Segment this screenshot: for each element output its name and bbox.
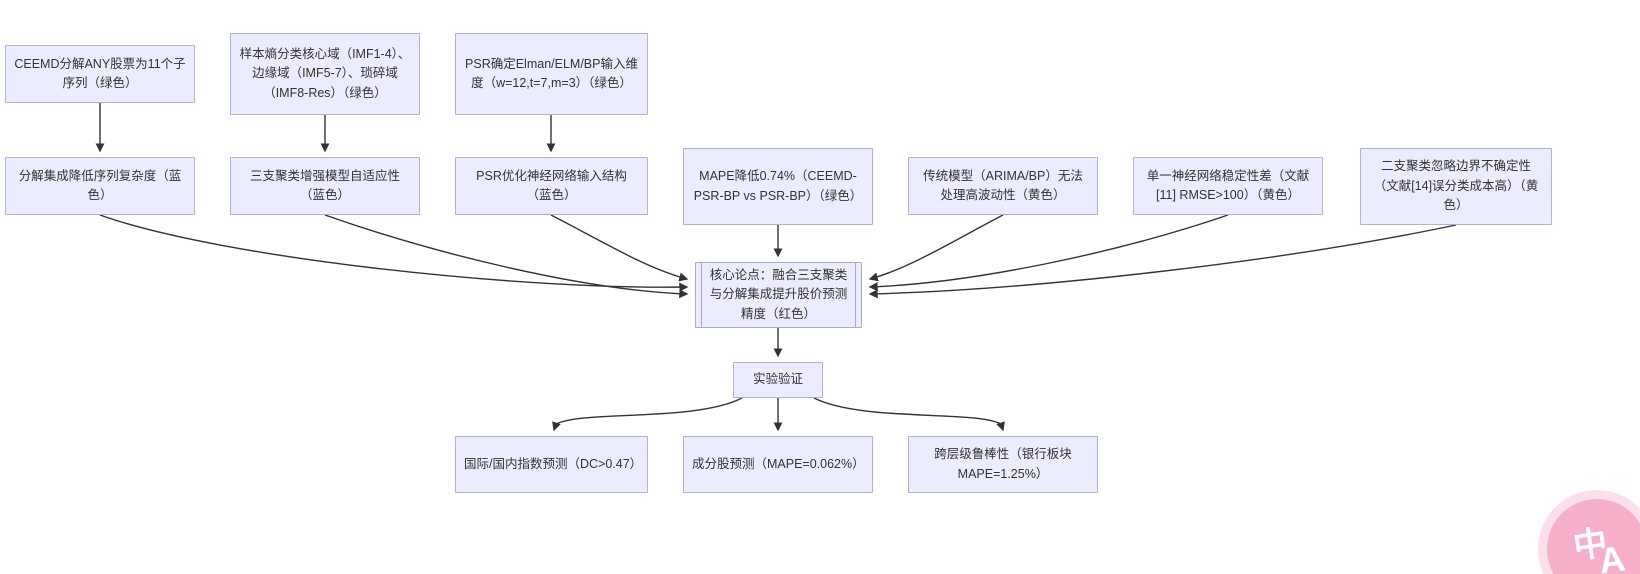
badge-glyph-a: A xyxy=(1596,537,1628,574)
node-label: 传统模型（ARIMA/BP）无法处理高波动性（黄色） xyxy=(923,168,1083,202)
node-label: 实验验证 xyxy=(752,372,803,387)
node-label: 二支聚类忽略边界不确定性（文献[14]误分类成本高）（黄色） xyxy=(1373,159,1539,213)
translate-watermark-badge[interactable]: 中 A xyxy=(1547,499,1640,574)
node-label: 核心论点：融合三支聚类与分解集成提升股价预测精度（红色） xyxy=(709,267,848,321)
node-label: 分解集成降低序列复杂度（蓝色） xyxy=(18,168,182,202)
node-label: 单一神经网络稳定性差（文献[11] RMSE>100）（黄色） xyxy=(1146,168,1310,202)
node-two-way-clustering-limit: 二支聚类忽略边界不确定性（文献[14]误分类成本高）（黄色） xyxy=(1360,148,1552,225)
node-traditional-model-limit: 传统模型（ARIMA/BP）无法处理高波动性（黄色） xyxy=(908,157,1098,215)
node-psr-input-dimension: PSR确定Elman/ELM/BP输入维度（w=12,t=7,m=3）（绿色） xyxy=(455,33,648,115)
node-ceemd-decompose: CEEMD分解ANY股票为11个子序列（绿色） xyxy=(5,45,195,103)
node-index-prediction: 国际/国内指数预测（DC>0.47） xyxy=(455,436,648,493)
node-mape-improvement: MAPE降低0.74%（CEEMD-PSR-BP vs PSR-BP）（绿色） xyxy=(683,148,873,225)
edge-singlenn-core xyxy=(868,214,1229,292)
node-label: 国际/国内指数预测（DC>0.47） xyxy=(464,456,643,471)
node-psr-optimize: PSR优化神经网络输入结构（蓝色） xyxy=(455,157,648,215)
node-label: 样本熵分类核心域（IMF1-4）、边缘域（IMF5-7）、琐碎域（IMF8-Re… xyxy=(239,46,411,100)
subroutine-right-edge xyxy=(855,263,856,327)
node-constituent-prediction: 成分股预测（MAPE=0.062%） xyxy=(683,436,873,493)
node-label: 跨层级鲁棒性（银行板块 MAPE=1.25%） xyxy=(934,447,1072,481)
node-sample-entropy: 样本熵分类核心域（IMF1-4）、边缘域（IMF5-7）、琐碎域（IMF8-Re… xyxy=(230,33,420,115)
node-label: 三支聚类增强模型自适应性（蓝色） xyxy=(249,168,400,202)
node-label: MAPE降低0.74%（CEEMD-PSR-BP vs PSR-BP）（绿色） xyxy=(693,169,863,203)
node-core-thesis: 核心论点：融合三支聚类与分解集成提升股价预测精度（红色） xyxy=(695,262,862,328)
edge-threeway-core xyxy=(324,214,689,299)
edge-decomposition-core xyxy=(99,214,689,292)
node-label: 成分股预测（MAPE=0.062%） xyxy=(692,456,865,471)
edge-traditional-core xyxy=(868,214,1004,282)
node-experiment-validation: 实验验证 xyxy=(733,362,823,398)
node-label: PSR确定Elman/ELM/BP输入维度（w=12,t=7,m=3）（绿色） xyxy=(465,56,638,90)
node-cross-level-robustness: 跨层级鲁棒性（银行板块 MAPE=1.25%） xyxy=(908,436,1098,493)
node-single-nn-instability: 单一神经网络稳定性差（文献[11] RMSE>100）（黄色） xyxy=(1133,157,1323,215)
node-decomposition-ensemble: 分解集成降低序列复杂度（蓝色） xyxy=(5,157,195,215)
subroutine-left-edge xyxy=(701,263,702,327)
node-label: PSR优化神经网络输入结构（蓝色） xyxy=(476,168,627,202)
edge-experiment-robustness xyxy=(813,397,1005,432)
edge-experiment-index xyxy=(552,397,743,432)
edge-psropt-core xyxy=(550,214,689,282)
edge-twoway-core xyxy=(868,224,1457,299)
node-three-way-clustering: 三支聚类增强模型自适应性（蓝色） xyxy=(230,157,420,215)
node-label: CEEMD分解ANY股票为11个子序列（绿色） xyxy=(14,56,186,90)
